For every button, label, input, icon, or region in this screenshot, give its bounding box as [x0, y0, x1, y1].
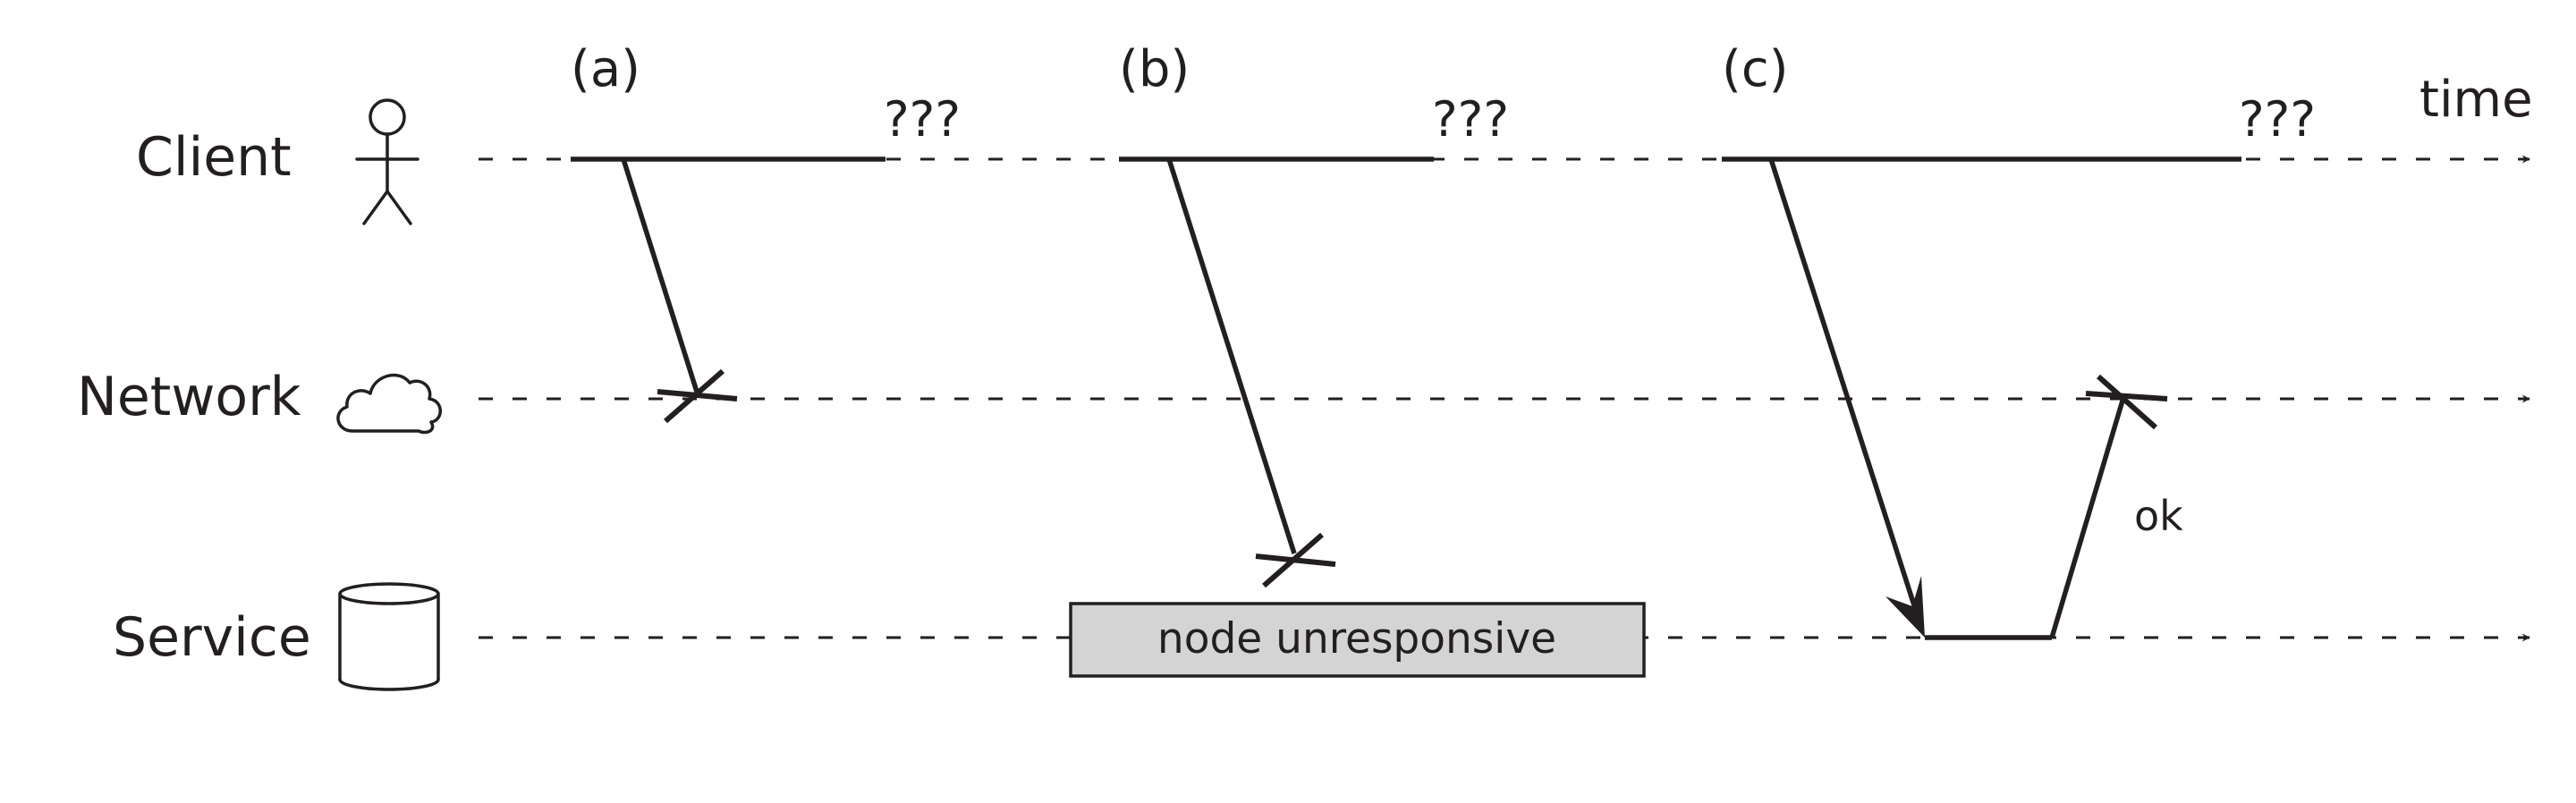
lost-marker-a	[664, 368, 724, 424]
scenario-b: ??? node unresponsive	[1069, 91, 1646, 678]
database-icon	[338, 582, 440, 691]
scenario-label-b: (b)	[1119, 40, 1190, 98]
unknown-outcome-c: ???	[2239, 91, 2316, 148]
lost-marker-c	[2097, 374, 2157, 430]
unknown-outcome-a: ???	[884, 91, 961, 148]
lane-label-service: Service	[113, 606, 311, 669]
person-icon	[355, 98, 419, 225]
request-message-c	[1768, 158, 1918, 609]
unresponsive-node-box	[1069, 602, 1646, 678]
time-axis-label: time	[2419, 71, 2533, 129]
request-message-a	[621, 158, 699, 393]
scenario-label-a: (a)	[571, 40, 640, 98]
scenario-c: ??? ok	[1722, 91, 2316, 640]
cloud-icon	[336, 373, 442, 435]
response-message-c	[2049, 400, 2125, 638]
scenario-label-c: (c)	[1722, 40, 1788, 98]
ok-response-label: ok	[2134, 492, 2183, 540]
request-arrowhead-c	[1885, 576, 1925, 638]
lost-marker-b	[1262, 532, 1324, 588]
lost-marker-c	[2085, 391, 2168, 402]
lane-label-client: Client	[136, 126, 292, 189]
lane-label-network: Network	[77, 366, 301, 428]
unresponsive-node-label: node unresponsive	[1157, 614, 1556, 664]
unknown-outcome-b: ???	[1432, 91, 1509, 148]
request-message-b	[1166, 158, 1297, 554]
scenario-a: ???	[571, 91, 961, 424]
